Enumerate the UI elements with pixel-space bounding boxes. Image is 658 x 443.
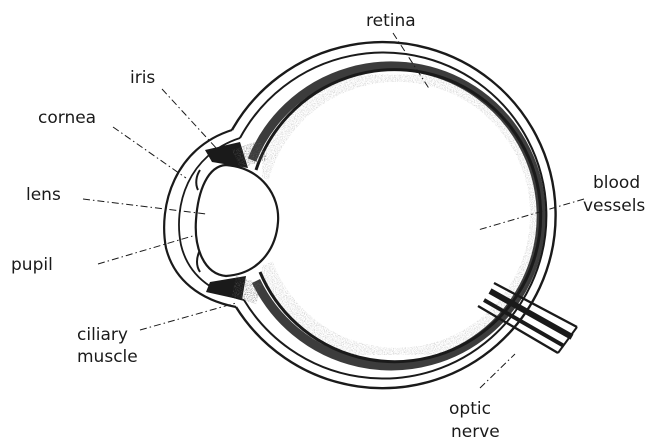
- label-ciliary-line1: ciliary: [77, 325, 128, 345]
- sclera: [232, 42, 556, 388]
- label-blood-line2: vessels: [583, 196, 645, 216]
- label-optic-line1: optic: [449, 399, 491, 419]
- label-pupil: pupil: [11, 255, 53, 275]
- label-optic-line2: nerve: [451, 422, 500, 442]
- label-cornea: cornea: [38, 108, 96, 128]
- label-blood-line1: blood: [593, 173, 640, 193]
- label-retina: retina: [366, 11, 416, 31]
- retina-layer: [252, 66, 541, 366]
- label-lens: lens: [26, 185, 61, 205]
- label-iris: iris: [130, 68, 155, 88]
- label-ciliary-line2: muscle: [77, 347, 138, 367]
- lens: [196, 165, 278, 276]
